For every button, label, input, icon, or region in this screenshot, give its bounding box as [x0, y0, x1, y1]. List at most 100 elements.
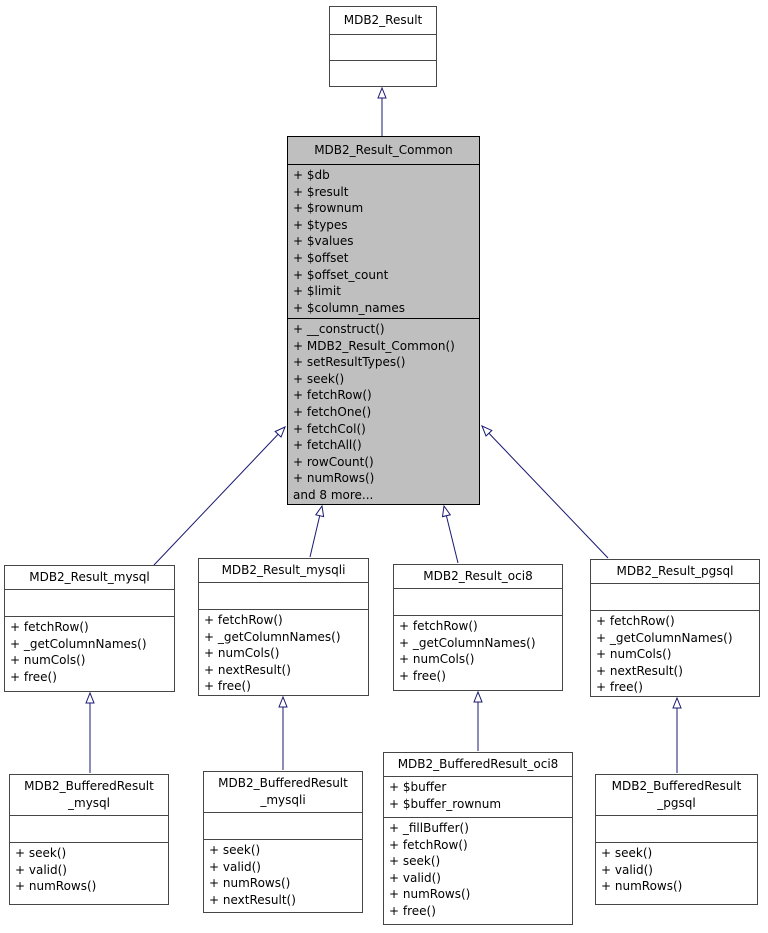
attributes-compartment [5, 589, 174, 616]
class-title-line: MDB2_BufferedResult [218, 776, 348, 790]
class-title: MDB2_Result_oci8 [394, 565, 562, 588]
class-title: MDB2_BufferedResult _mysql [10, 775, 168, 815]
member-line: + fetchRow() [399, 619, 478, 633]
member-line: + fetchOne() [293, 404, 372, 419]
class-node-mdb2-result-common: MDB2_Result_Common + $db+ $result+ $rown… [287, 136, 480, 505]
member-line: + numRows() [209, 876, 291, 891]
class-title-line: MDB2_Result_mysqli [221, 563, 346, 577]
attributes-compartment: + $buffer+ $buffer_rownum [384, 776, 572, 817]
class-node-mdb2-result[interactable]: MDB2_Result [329, 6, 437, 87]
member-line: + rowCount() [293, 454, 374, 469]
member-line: + nextResult() [596, 663, 683, 678]
methods-compartment: + seek()+ valid()+ numRows()+ nextResult… [204, 839, 362, 912]
class-title: MDB2_Result [330, 7, 436, 34]
member-line: + $offset_count [293, 267, 389, 282]
member-line: + numCols() [596, 647, 672, 662]
member-line: + numCols() [399, 652, 475, 667]
class-title: MDB2_BufferedResult _pgsql [596, 775, 757, 815]
member-line: + numRows() [15, 879, 97, 894]
class-node-mdb2-bufferedresult-oci8[interactable]: MDB2_BufferedResult_oci8 + $buffer+ $buf… [383, 752, 573, 925]
methods-compartment: + fetchRow()+ _getColumnNames()+ numCols… [199, 609, 368, 695]
methods-compartment: + seek()+ valid()+ numRows() [596, 842, 757, 904]
class-node-mdb2-result-oci8[interactable]: MDB2_Result_oci8 + fetchRow() + _getColum… [393, 564, 563, 691]
class-title: MDB2_BufferedResult_oci8 [384, 753, 572, 776]
member-line: + fetchRow() [389, 837, 468, 852]
member-line: + fetchRow() [596, 614, 675, 628]
class-node-mdb2-result-pgsql[interactable]: MDB2_Result_pgsql + fetchRow() + _getColu… [590, 559, 760, 697]
member-line: + seek() [389, 854, 441, 869]
member-line: + free() [389, 903, 436, 918]
member-line: + valid() [15, 862, 67, 877]
class-title-line: MDB2_Result_mysql [29, 570, 150, 584]
member-line: + free() [204, 679, 251, 694]
member-line: + _getColumnNames() [10, 636, 147, 651]
member-line: + __construct() [293, 322, 385, 336]
member-line: + free() [399, 668, 446, 683]
member-line: + valid() [389, 870, 441, 885]
member-line: + fetchAll() [293, 438, 362, 453]
member-line: + nextResult() [204, 662, 291, 677]
member-line: + _fillBuffer() [389, 821, 469, 835]
member-line: + valid() [209, 859, 261, 874]
inheritance-arrow-oci8-to-common [441, 504, 459, 564]
attributes-compartment: + $db+ $result+ $rownum+ $types+ $values… [288, 164, 479, 318]
attributes-compartment [204, 812, 362, 839]
member-line: + _getColumnNames() [399, 635, 536, 650]
member-line: + fetchRow() [10, 620, 89, 634]
attributes-compartment [596, 815, 757, 842]
attributes-compartment [199, 582, 368, 609]
member-line: + MDB2_Result_Common() [293, 338, 455, 353]
methods-compartment: + fetchRow()+ _getColumnNames()+ numCols… [5, 616, 174, 691]
member-line: + $db [293, 168, 330, 182]
inheritance-arrow-mysqli-to-common [309, 504, 325, 558]
class-title-line: _mysql [68, 796, 110, 810]
class-node-mdb2-bufferedresult-mysql[interactable]: MDB2_BufferedResult _mysql + seek() + vali… [9, 774, 169, 905]
member-line: + $values [293, 234, 354, 249]
member-line: + free() [10, 669, 57, 684]
class-title-line: MDB2_BufferedResult [611, 779, 742, 793]
methods-compartment: + fetchRow() + _getColumnNames() + numCols… [394, 615, 562, 690]
class-title-line: _mysqli [260, 793, 306, 807]
member-line: + seek() [15, 846, 67, 860]
class-title: MDB2_BufferedResult _mysqli [204, 772, 362, 812]
class-title: MDB2_Result_mysqli [199, 559, 368, 582]
class-title: MDB2_Result_mysql [5, 566, 174, 589]
methods-compartment: + seek() + valid() + numRows() [10, 842, 168, 904]
class-title: MDB2_Result_Common [288, 137, 479, 164]
member-line: and 8 more... [293, 487, 374, 502]
member-line: + numRows() [293, 471, 375, 486]
member-line: + fetchRow() [204, 613, 283, 627]
class-node-mdb2-bufferedresult-pgsql[interactable]: MDB2_BufferedResult_pgsql + seek()+ vali… [595, 774, 758, 905]
attributes-compartment [10, 815, 168, 842]
member-line: + setResultTypes() [293, 355, 406, 370]
inheritance-arrow-pgsql-to-common [481, 425, 609, 559]
member-line: + valid() [601, 862, 653, 877]
class-title-line: _pgsql [657, 796, 696, 810]
attributes-compartment [330, 34, 436, 60]
class-node-mdb2-bufferedresult-mysqli[interactable]: MDB2_BufferedResult _mysqli + seek() + val… [203, 771, 363, 913]
methods-compartment: + __construct() + MDB2_Result_Common() + s… [288, 318, 479, 504]
member-line: + $buffer [389, 780, 447, 794]
member-line: + $limit [293, 284, 341, 299]
member-line: + fetchRow() [293, 388, 372, 403]
class-title-line: MDB2_Result_pgsql [616, 564, 734, 578]
member-line: + _getColumnNames() [596, 630, 733, 645]
member-line: + seek() [209, 843, 261, 857]
attributes-compartment [394, 588, 562, 615]
attributes-compartment [591, 583, 759, 610]
class-title-line: MDB2_Result_oci8 [423, 569, 533, 583]
member-line: + numRows() [601, 879, 683, 894]
class-title-line: MDB2_BufferedResult [24, 779, 154, 793]
class-title-line: MDB2_Result [343, 13, 423, 27]
member-line: + $column_names [293, 300, 405, 315]
class-title: MDB2_Result_pgsql [591, 560, 759, 583]
class-node-mdb2-result-mysql[interactable]: MDB2_Result_mysql + fetchRow() + _getColu… [4, 565, 175, 692]
member-line: + fetchCol() [293, 421, 366, 436]
class-node-mdb2-result-mysqli[interactable]: MDB2_Result_mysqli + fetchRow()+ _getCol… [198, 558, 369, 696]
class-title-line: MDB2_BufferedResult_oci8 [397, 757, 559, 771]
methods-compartment: + _fillBuffer() + fetchRow() + seek()+ val… [384, 817, 572, 924]
methods-compartment [330, 60, 436, 86]
member-line: + numRows() [389, 887, 471, 902]
